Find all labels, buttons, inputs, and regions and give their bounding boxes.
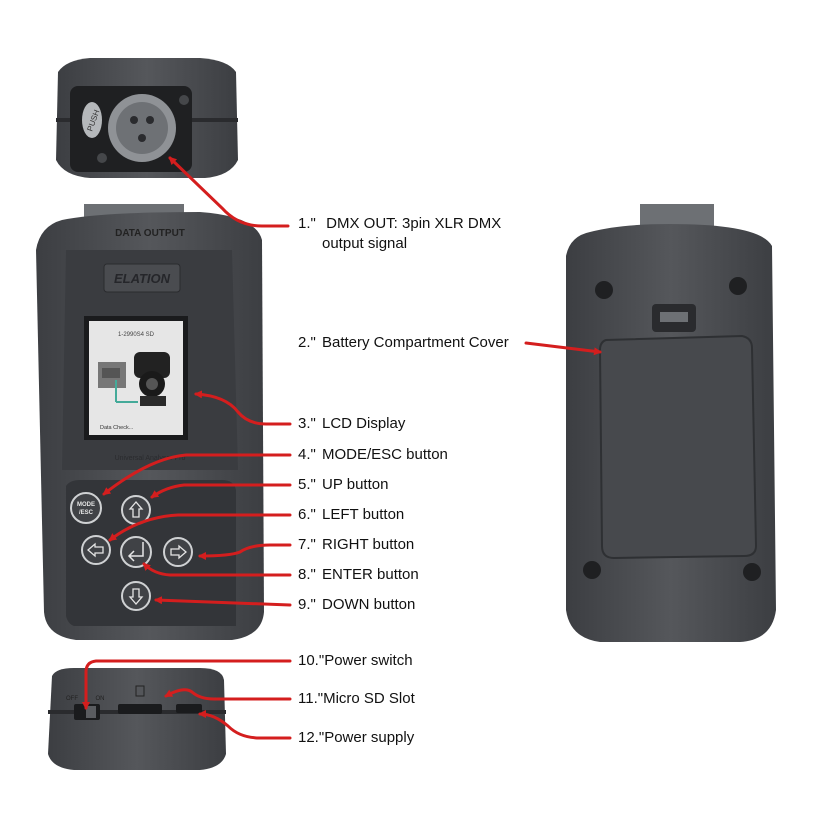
- callout-6: 6."LEFT button: [298, 506, 405, 523]
- bottom-view-device: OFF ON: [48, 668, 226, 770]
- switch-off-label: OFF: [66, 696, 78, 702]
- arrow-1: [168, 156, 290, 228]
- mode-esc-button: MODE /ESC: [70, 492, 102, 524]
- callout-3: 3."LCD Display: [298, 415, 406, 432]
- right-button: [163, 537, 193, 567]
- arrow-11: [164, 688, 292, 701]
- battery-cover: [598, 334, 758, 560]
- power-jack: [176, 704, 202, 713]
- arrow-6: [108, 513, 292, 542]
- callout-1: 1." DMX OUT: 3pin XLR DMX output signal: [298, 215, 502, 252]
- down-button: [121, 581, 151, 611]
- switch-on-label: ON: [96, 696, 105, 702]
- arrow-4: [102, 453, 292, 496]
- callout-arrows: [82, 156, 602, 740]
- model-text: Universal Analyser Pro: [115, 455, 186, 462]
- arrow-8: [142, 562, 292, 577]
- arrow-12: [198, 710, 292, 740]
- arrow-7: [198, 543, 292, 560]
- micro-sd-slot: [118, 704, 162, 714]
- arrow-2: [524, 341, 602, 356]
- callout-11: 11."Micro SD Slot: [298, 690, 415, 707]
- rear-view-device: [566, 204, 776, 642]
- lcd-footer: Data Check...: [100, 425, 134, 431]
- enter-button: [120, 536, 152, 568]
- push-latch: [82, 102, 102, 138]
- arrow-9: [154, 596, 292, 607]
- callout-9: 9."DOWN button: [298, 596, 416, 613]
- arrow-3: [194, 390, 292, 426]
- brand-logo: ELATION: [114, 271, 171, 286]
- callout-2: 2."Battery Compartment Cover: [298, 334, 509, 351]
- callout-8: 8."ENTER button: [298, 566, 419, 583]
- lcd-header: 1-2990S4 SD: [118, 332, 155, 338]
- front-view-device: DATA OUTPUT ELATION 1-2990S4 SD Data Che…: [36, 204, 264, 640]
- callout-10: 10."Power switch: [298, 652, 413, 669]
- data-output-label: DATA OUTPUT: [115, 228, 185, 239]
- svg-text:/ESC: /ESC: [79, 510, 94, 516]
- svg-text:MODE: MODE: [77, 502, 95, 508]
- top-view-xlr-end: PUSH: [56, 58, 238, 178]
- left-button: [81, 535, 111, 565]
- callout-5: 5."UP button: [298, 476, 389, 493]
- callout-4: 4."MODE/ESC button: [298, 446, 448, 463]
- callout-12: 12."Power supply: [298, 729, 415, 746]
- arrow-5: [150, 483, 292, 499]
- callout-7: 7."RIGHT button: [298, 536, 415, 553]
- arrow-10: [82, 659, 292, 710]
